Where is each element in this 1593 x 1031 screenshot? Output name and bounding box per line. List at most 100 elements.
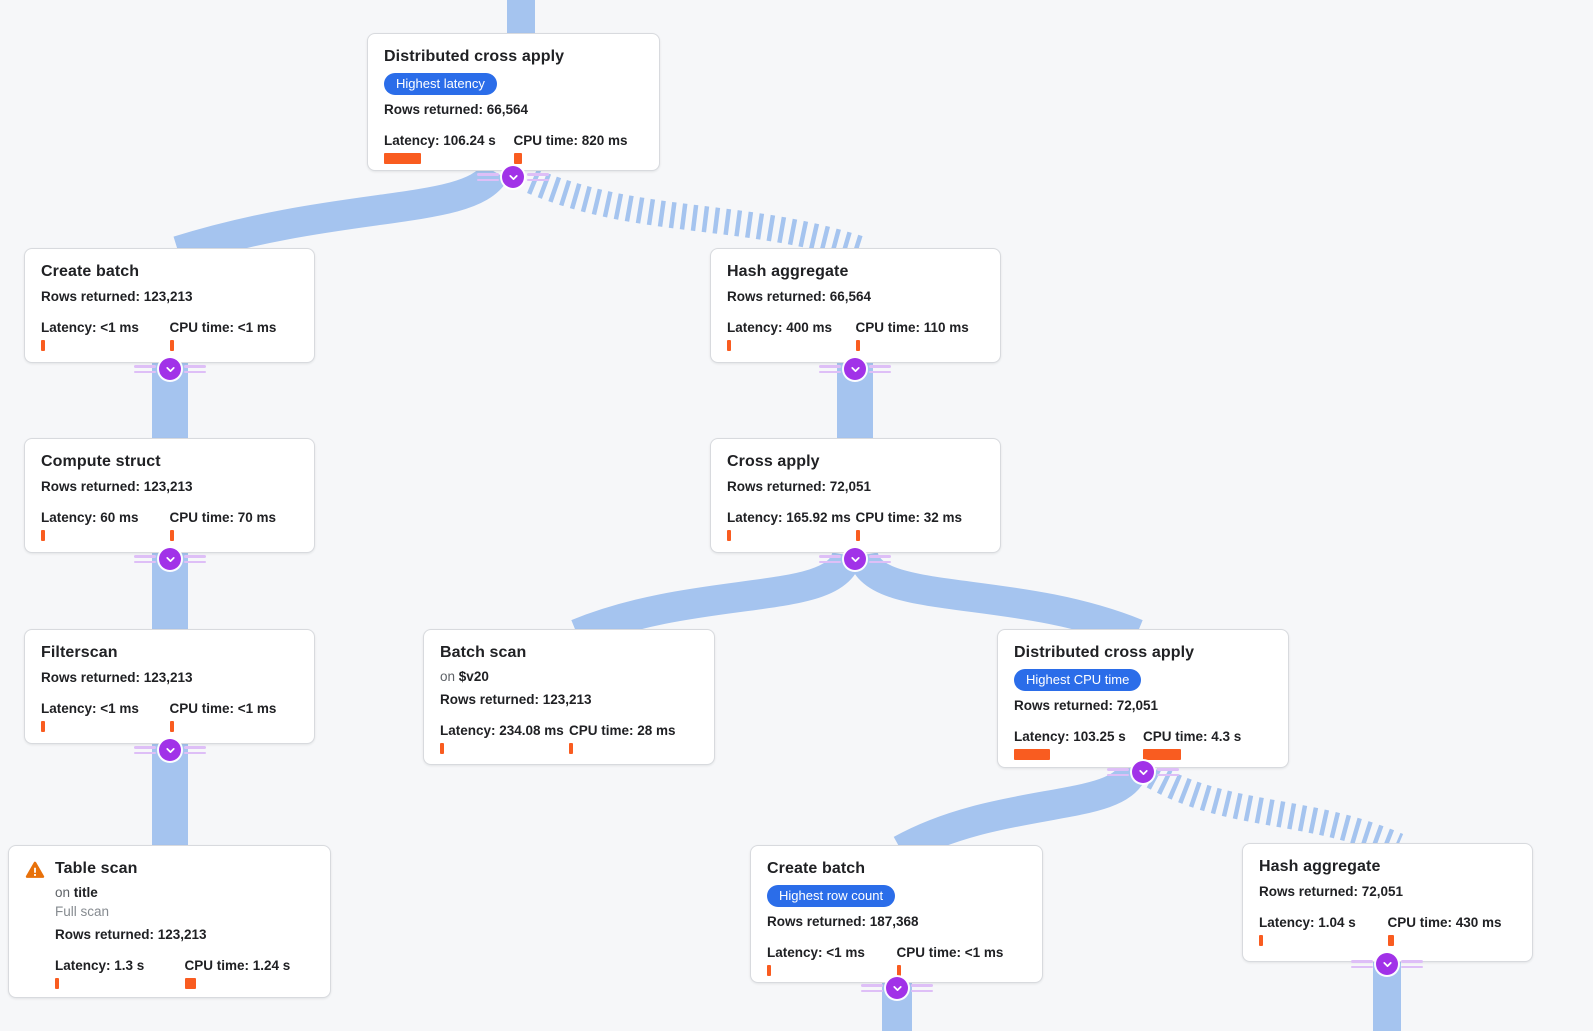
node-latency: Latency: 1.3 s	[55, 957, 185, 989]
node-title: Hash aggregate	[1259, 858, 1381, 875]
node-cpu-time-label: CPU time: 4.3 s	[1143, 729, 1242, 744]
expand-collapse-button[interactable]	[477, 166, 549, 188]
node-cpu-time: CPU time: 1.24 s	[184, 957, 315, 989]
node-latency-label: Latency: 60 ms	[41, 510, 139, 525]
node-latency: Latency: 106.24 s	[384, 132, 514, 164]
plan-edge-cross-apply-to-batch-scan	[571, 550, 862, 648]
cpu-time-bar	[569, 743, 573, 754]
chevron-down-icon	[502, 166, 524, 188]
node-latency-label: Latency: 103.25 s	[1014, 729, 1126, 744]
node-cpu-time: CPU time: 32 ms	[855, 509, 985, 541]
node-title: Distributed cross apply	[384, 48, 565, 65]
collapsed-rows-lines-left	[1107, 768, 1129, 776]
plan-edge-root-to-create-batch-1	[173, 163, 509, 266]
expand-collapse-button[interactable]	[134, 739, 206, 761]
expand-collapse-button[interactable]	[819, 548, 891, 570]
node-latency: Latency: <1 ms	[41, 700, 170, 732]
node-target: on $v20	[440, 668, 698, 685]
cpu-time-bar	[184, 978, 196, 989]
collapsed-rows-lines-right	[911, 984, 933, 992]
node-latency-label: Latency: 1.04 s	[1259, 915, 1356, 930]
cpu-time-bar	[855, 530, 860, 541]
plan-edge-cross-apply-to-dca2	[848, 550, 1143, 648]
cpu-time-bar	[169, 530, 174, 541]
node-rows-returned: Rows returned: 72,051	[1014, 698, 1159, 713]
expand-collapse-button[interactable]	[819, 358, 891, 380]
node-cpu-time: CPU time: 4.3 s	[1143, 728, 1272, 760]
node-rows-returned: Rows returned: 123,213	[55, 927, 207, 942]
node-cpu-time-label: CPU time: <1 ms	[169, 701, 277, 716]
chevron-down-icon	[159, 739, 181, 761]
collapsed-rows-lines-left	[819, 365, 841, 373]
node-cpu-time: CPU time: 110 ms	[855, 319, 985, 351]
collapsed-rows-lines-left	[134, 555, 156, 563]
chevron-down-icon	[844, 548, 866, 570]
target-prefix: on	[55, 885, 71, 900]
latency-bar	[41, 721, 45, 732]
expand-collapse-button[interactable]	[1107, 761, 1179, 783]
node-latency: Latency: 1.04 s	[1259, 914, 1388, 946]
node-metrics: Latency: 400 ms CPU time: 110 ms	[727, 319, 984, 351]
node-rows-returned: Rows returned: 123,213	[440, 692, 592, 707]
warning-icon	[25, 860, 45, 885]
node-title: Table scan	[55, 860, 138, 877]
node-latency-label: Latency: 234.08 ms	[440, 723, 564, 738]
expand-collapse-button[interactable]	[134, 548, 206, 570]
node-target: on title	[55, 884, 314, 901]
node-rows-returned: Rows returned: 123,213	[41, 670, 193, 685]
latency-bar	[440, 743, 444, 754]
node-latency: Latency: 165.92 ms	[727, 509, 856, 541]
node-rows-returned: Rows returned: 72,051	[1259, 884, 1404, 899]
latency-bar	[1014, 749, 1050, 760]
node-latency: Latency: <1 ms	[41, 319, 170, 351]
latency-bar	[384, 153, 421, 164]
node-title: Hash aggregate	[727, 263, 849, 280]
node-title: Distributed cross apply	[1014, 644, 1195, 661]
plan-edge-root-to-hash-aggregate-1	[527, 168, 864, 262]
expand-collapse-button[interactable]	[1351, 953, 1423, 975]
collapsed-rows-lines-right	[1401, 960, 1423, 968]
target-name: $v20	[458, 669, 489, 684]
expand-collapse-button[interactable]	[134, 358, 206, 380]
collapsed-rows-lines-left	[819, 555, 841, 563]
latency-bar	[727, 530, 731, 541]
node-rows-returned: Rows returned: 123,213	[41, 289, 193, 304]
node-cpu-time-label: CPU time: <1 ms	[169, 320, 277, 335]
chevron-down-icon	[1376, 953, 1398, 975]
node-cpu-time-label: CPU time: 70 ms	[169, 510, 277, 525]
node-latency-label: Latency: <1 ms	[41, 320, 139, 335]
cpu-time-bar	[1143, 749, 1181, 760]
node-metrics: Latency: 165.92 ms CPU time: 32 ms	[727, 509, 984, 541]
node-latency-label: Latency: 165.92 ms	[727, 510, 851, 525]
node-badge: Highest row count	[767, 885, 896, 907]
node-cpu-time-label: CPU time: <1 ms	[896, 945, 1004, 960]
node-rows-returned: Rows returned: 66,564	[727, 289, 872, 304]
node-metrics: Latency: 234.08 ms CPU time: 28 ms	[440, 722, 698, 754]
node-latency-label: Latency: 400 ms	[727, 320, 833, 335]
node-title: Compute struct	[41, 453, 161, 470]
node-cpu-time-label: CPU time: 28 ms	[569, 723, 676, 738]
collapsed-rows-lines-right	[869, 365, 891, 373]
node-latency: Latency: <1 ms	[767, 944, 897, 976]
expand-collapse-button[interactable]	[861, 977, 933, 999]
target-prefix: on	[440, 669, 456, 684]
